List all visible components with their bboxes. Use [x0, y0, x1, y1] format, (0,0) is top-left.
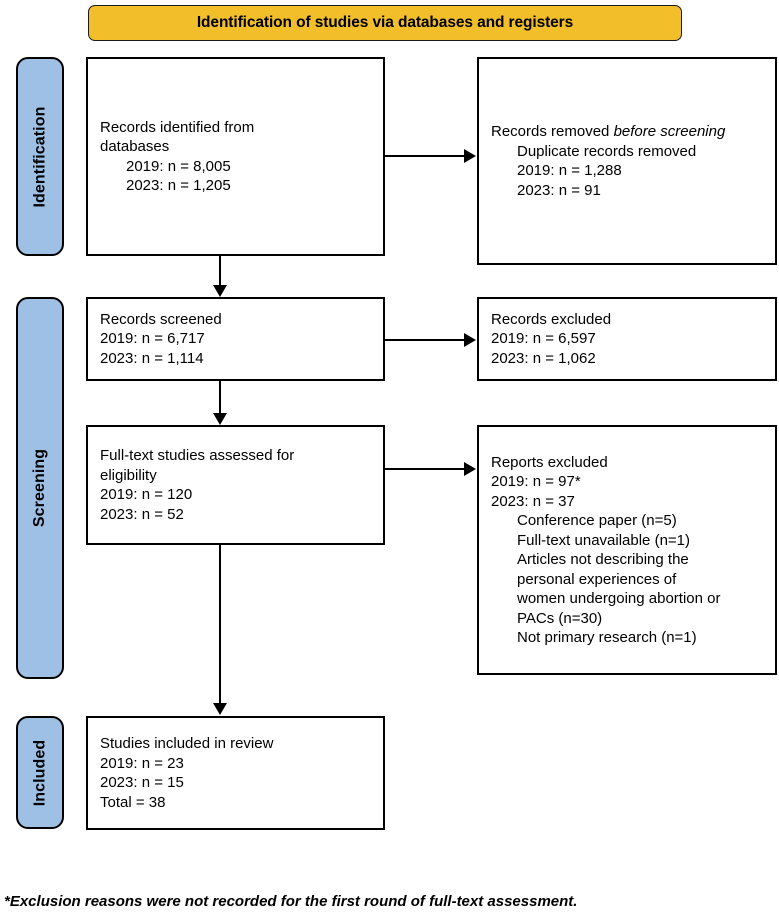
- box-records-excluded: Records excluded 2019: n = 6,597 2023: n…: [477, 297, 777, 381]
- studies-included-2019: 2019: n = 23: [100, 754, 184, 772]
- records-excluded-title: Records excluded: [491, 310, 612, 328]
- arrow-head-fulltext-to-reports-excluded-icon: [464, 462, 476, 476]
- connector-fulltext-to-included: [219, 545, 221, 704]
- stage-label-included-text: Included: [31, 739, 48, 806]
- connector-screened-to-records-excluded: [385, 339, 465, 341]
- box-fulltext-assessed-body: Full-text studies assessed for eligibili…: [88, 446, 383, 524]
- stage-label-identification-text: Identification: [31, 106, 48, 207]
- connector-fulltext-to-reports-excluded: [385, 468, 465, 470]
- studies-included-title: Studies included in review: [100, 735, 274, 752]
- records-identified-title-line2: databases: [100, 138, 170, 155]
- stage-label-identification: Identification: [16, 57, 64, 256]
- reports-excluded-reason-0: Conference paper (n=5): [517, 512, 677, 529]
- records-removed-2019: 2019: n = 1,288: [517, 162, 622, 179]
- records-screened-2019: 2019: n = 6,717: [100, 330, 205, 348]
- box-fulltext-assessed: Full-text studies assessed for eligibili…: [86, 425, 385, 545]
- stage-label-screening: Screening: [16, 297, 64, 679]
- reports-excluded-2019: 2019: n = 97*: [491, 473, 581, 490]
- fulltext-title-line2: eligibility: [100, 466, 157, 484]
- connector-identified-to-removed: [385, 155, 465, 157]
- fulltext-2019: 2019: n = 120: [100, 486, 193, 503]
- fulltext-2023: 2023: n = 52: [100, 505, 184, 523]
- records-excluded-2023: 2023: n = 1,062: [491, 349, 596, 367]
- arrow-head-identified-to-screened-icon: [213, 285, 227, 297]
- records-removed-title-plain: Records removed: [491, 123, 614, 140]
- box-reports-excluded: Reports excluded 2019: n = 97* 2023: n =…: [477, 425, 777, 675]
- records-removed-title-italic: before screening: [613, 123, 726, 140]
- records-identified-title-line1: Records identified from: [100, 118, 255, 136]
- arrow-head-screened-to-records-excluded-icon: [464, 333, 476, 347]
- box-records-screened-body: Records screened 2019: n = 6,717 2023: n…: [88, 310, 383, 369]
- reports-excluded-reason-1: Full-text unavailable (n=1): [517, 531, 691, 549]
- box-studies-included: Studies included in review 2019: n = 23 …: [86, 716, 385, 830]
- studies-included-2023: 2023: n = 15: [100, 774, 184, 791]
- box-studies-included-body: Studies included in review 2019: n = 23 …: [88, 734, 383, 812]
- records-removed-sub-label: Duplicate records removed: [517, 142, 697, 160]
- connector-screened-to-fulltext: [219, 381, 221, 414]
- arrow-head-identified-to-removed-icon: [464, 149, 476, 163]
- reports-excluded-reason-3: personal experiences of: [517, 570, 677, 588]
- box-records-removed-body: Records removed before screening Duplica…: [479, 122, 775, 200]
- reports-excluded-reason-6: Not primary research (n=1): [517, 629, 697, 646]
- box-records-screened: Records screened 2019: n = 6,717 2023: n…: [86, 297, 385, 381]
- box-reports-excluded-body: Reports excluded 2019: n = 97* 2023: n =…: [479, 453, 775, 648]
- connector-identified-to-screened: [219, 256, 221, 286]
- diagram-footnote: *Exclusion reasons were not recorded for…: [4, 893, 578, 910]
- reports-excluded-reason-2: Articles not describing the: [517, 551, 689, 568]
- studies-included-total: Total = 38: [100, 793, 166, 811]
- diagram-header-title: Identification of studies via databases …: [196, 14, 574, 31]
- box-records-identified: Records identified from databases 2019: …: [86, 57, 385, 256]
- arrow-head-screened-to-fulltext-icon: [213, 413, 227, 425]
- records-identified-2019: 2019: n = 8,005: [126, 157, 231, 175]
- records-screened-2023: 2023: n = 1,114: [100, 349, 204, 367]
- records-removed-title: Records removed before screening: [491, 122, 763, 142]
- reports-excluded-reason-5: PACs (n=30): [517, 609, 603, 627]
- reports-excluded-reason-4: women undergoing abortion or: [517, 590, 721, 607]
- records-screened-title: Records screened: [100, 310, 222, 328]
- records-removed-2023: 2023: n = 91: [517, 181, 601, 199]
- box-records-removed-before-screening: Records removed before screening Duplica…: [477, 57, 777, 265]
- arrow-head-fulltext-to-included-icon: [213, 703, 227, 715]
- records-excluded-2019: 2019: n = 6,597: [491, 330, 596, 348]
- box-records-identified-body: Records identified from databases 2019: …: [88, 118, 383, 196]
- reports-excluded-title: Reports excluded: [491, 453, 608, 471]
- stage-label-included: Included: [16, 716, 64, 829]
- stage-label-screening-text: Screening: [31, 448, 49, 528]
- reports-excluded-2023: 2023: n = 37: [491, 492, 575, 510]
- fulltext-title-line1: Full-text studies assessed for: [100, 447, 295, 464]
- diagram-header-banner: Identification of studies via databases …: [88, 5, 682, 41]
- box-records-excluded-body: Records excluded 2019: n = 6,597 2023: n…: [479, 310, 775, 369]
- records-identified-2023: 2023: n = 1,205: [126, 177, 231, 194]
